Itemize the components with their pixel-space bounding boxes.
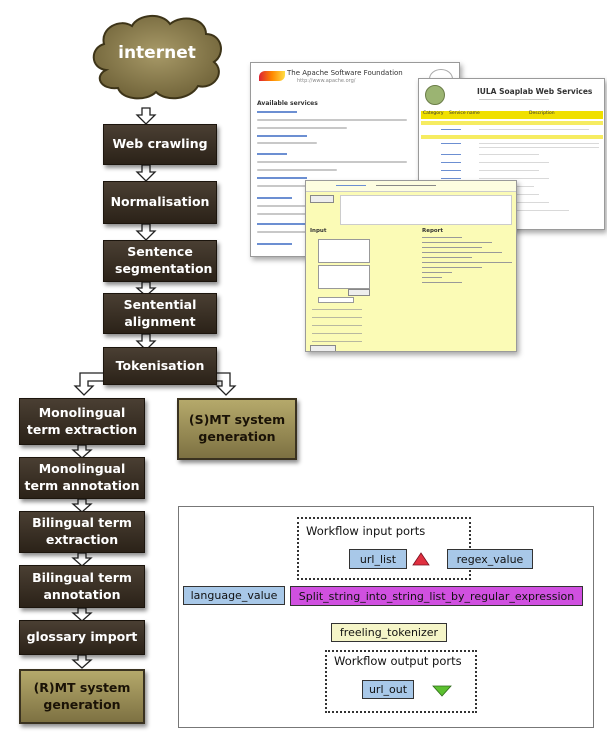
monolingual-term-annotation-step: Monolingual term annotation — [19, 457, 145, 499]
iula-table-header — [421, 111, 603, 119]
sentential-alignment-step: Sentential alignment — [103, 293, 217, 334]
workflow-output-ports-label: Workflow output ports — [334, 654, 462, 668]
cloud-shape — [92, 15, 222, 100]
arrow-icon — [71, 552, 93, 567]
workflow-input-ports-label: Workflow input ports — [306, 524, 426, 538]
glossary-import-step: glossary import — [19, 620, 145, 655]
workflow-input-group — [297, 517, 471, 580]
monolingual-term-extraction-step: Monolingual term extraction — [19, 398, 145, 445]
arrow-icon — [71, 498, 93, 513]
arrow-icon — [71, 654, 93, 669]
regex-value-port[interactable]: regex_value — [447, 549, 533, 569]
apache-feather-logo — [259, 71, 285, 81]
col-category: Category — [423, 111, 444, 116]
arrow-icon — [71, 607, 93, 622]
workflow-output-group — [325, 650, 477, 713]
iula-title: IULA Soaplab Web Services — [477, 87, 593, 96]
step-label: Tokenisation — [115, 357, 205, 373]
step-label: glossary import — [26, 629, 138, 645]
step-label: Sentential alignment — [123, 296, 197, 329]
url-list-port[interactable]: url_list — [349, 549, 407, 569]
cloud-label: internet — [118, 43, 196, 63]
arrow-icon — [135, 281, 157, 297]
col-description: Description — [529, 111, 555, 116]
node-label: regex_value — [456, 552, 524, 566]
url-out-port[interactable]: url_out — [362, 680, 414, 699]
apache-org-url: http://www.apache.org/ — [297, 78, 356, 84]
split-string-processor[interactable]: Split_string_into_string_list_by_regular… — [290, 586, 583, 606]
node-label: url_list — [359, 552, 397, 566]
normalisation-step: Normalisation — [103, 181, 217, 224]
tokenisation-step: Tokenisation — [103, 347, 217, 385]
expand-up-icon[interactable] — [412, 552, 430, 566]
internet-cloud: internet — [86, 10, 228, 104]
col-service: Service name — [449, 111, 480, 116]
freeling-tokenizer-processor[interactable]: freeling_tokenizer — [331, 623, 447, 642]
soaplab-form-screenshot: Input Report — [305, 180, 517, 352]
arrow-icon — [135, 164, 157, 182]
input-heading: Input — [310, 228, 327, 234]
report-heading: Report — [422, 228, 444, 234]
step-label: (S)MT system generation — [188, 412, 286, 444]
step-label: Monolingual term annotation — [24, 461, 140, 493]
arrow-icon — [135, 333, 157, 351]
sentence-segmentation-step: Sentence segmentation — [103, 240, 217, 282]
collapse-down-icon[interactable] — [432, 685, 452, 697]
step-label: Normalisation — [110, 194, 210, 210]
node-label: language_value — [190, 589, 278, 602]
step-label: (R)MT system generation — [33, 679, 131, 712]
arrow-icon — [135, 223, 157, 241]
smt-system-generation-box: (S)MT system generation — [177, 398, 297, 460]
bilingual-term-extraction-step: Bilingual term extraction — [19, 511, 145, 553]
node-label: url_out — [368, 683, 408, 696]
step-label: Monolingual term extraction — [26, 404, 138, 437]
services-heading: Available services — [257, 100, 318, 107]
node-label: freeling_tokenizer — [339, 626, 439, 639]
language-value-port[interactable]: language_value — [183, 586, 285, 605]
iula-logo-icon — [425, 85, 445, 105]
web-crawling-step: Web crawling — [103, 124, 217, 165]
step-label: Bilingual term annotation — [32, 569, 132, 602]
step-label: Sentence segmentation — [115, 244, 213, 276]
bilingual-term-annotation-step: Bilingual term annotation — [19, 565, 145, 608]
apache-org-name: The Apache Software Foundation — [287, 69, 403, 77]
arrow-icon — [135, 107, 157, 125]
step-label: Web crawling — [112, 136, 208, 152]
arrow-icon — [71, 444, 93, 459]
node-label: Split_string_into_string_list_by_regular… — [298, 589, 575, 603]
rmt-system-generation-box: (R)MT system generation — [19, 669, 145, 724]
step-label: Bilingual term extraction — [32, 515, 132, 547]
